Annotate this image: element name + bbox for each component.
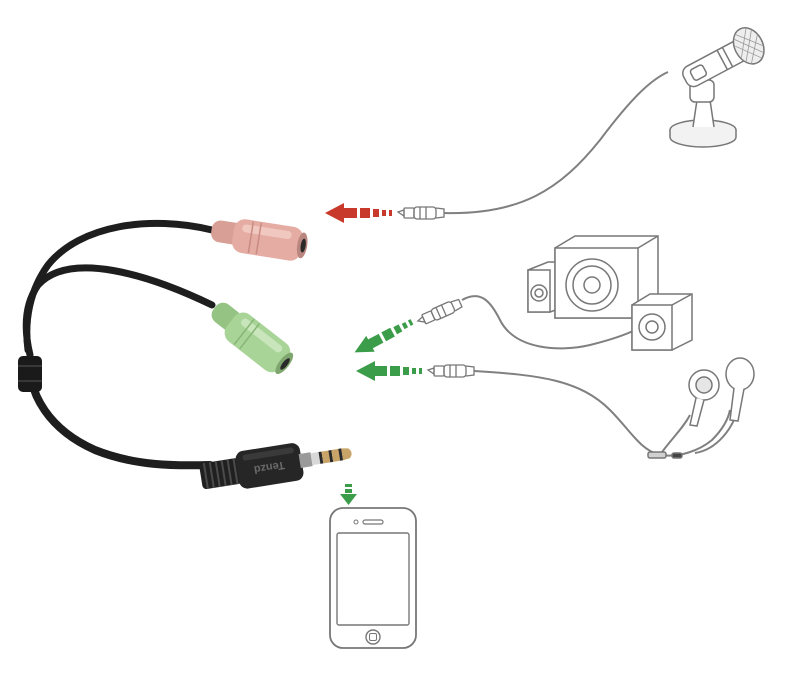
mic-arrow [325, 203, 392, 223]
cable-branch-mic [23, 219, 216, 354]
earphones-cable [473, 370, 731, 457]
trrs-plug: Tenzd [199, 443, 352, 489]
earphones-plug [426, 364, 475, 378]
speakers-icon [527, 235, 693, 351]
mic-cable [443, 71, 669, 215]
earphones-arrow [356, 361, 422, 381]
smartphone-icon [329, 507, 417, 649]
earphones-icon [647, 357, 755, 459]
cable-branch-audio [22, 264, 216, 359]
audio-jack-green [211, 302, 294, 375]
speakers-plug [416, 298, 463, 325]
mic-plug [396, 206, 445, 220]
splitter-cable [22, 219, 216, 470]
device-cables [443, 71, 741, 457]
smartphone-arrow [340, 484, 357, 505]
speakers-cable [461, 295, 636, 350]
microphone-icon [669, 27, 765, 148]
speakers-arrow [354, 319, 414, 353]
brand-label: Tenzd [253, 459, 285, 476]
cable-main [25, 356, 214, 470]
cable-joint [18, 356, 42, 392]
mic-jack-pink [211, 219, 308, 261]
